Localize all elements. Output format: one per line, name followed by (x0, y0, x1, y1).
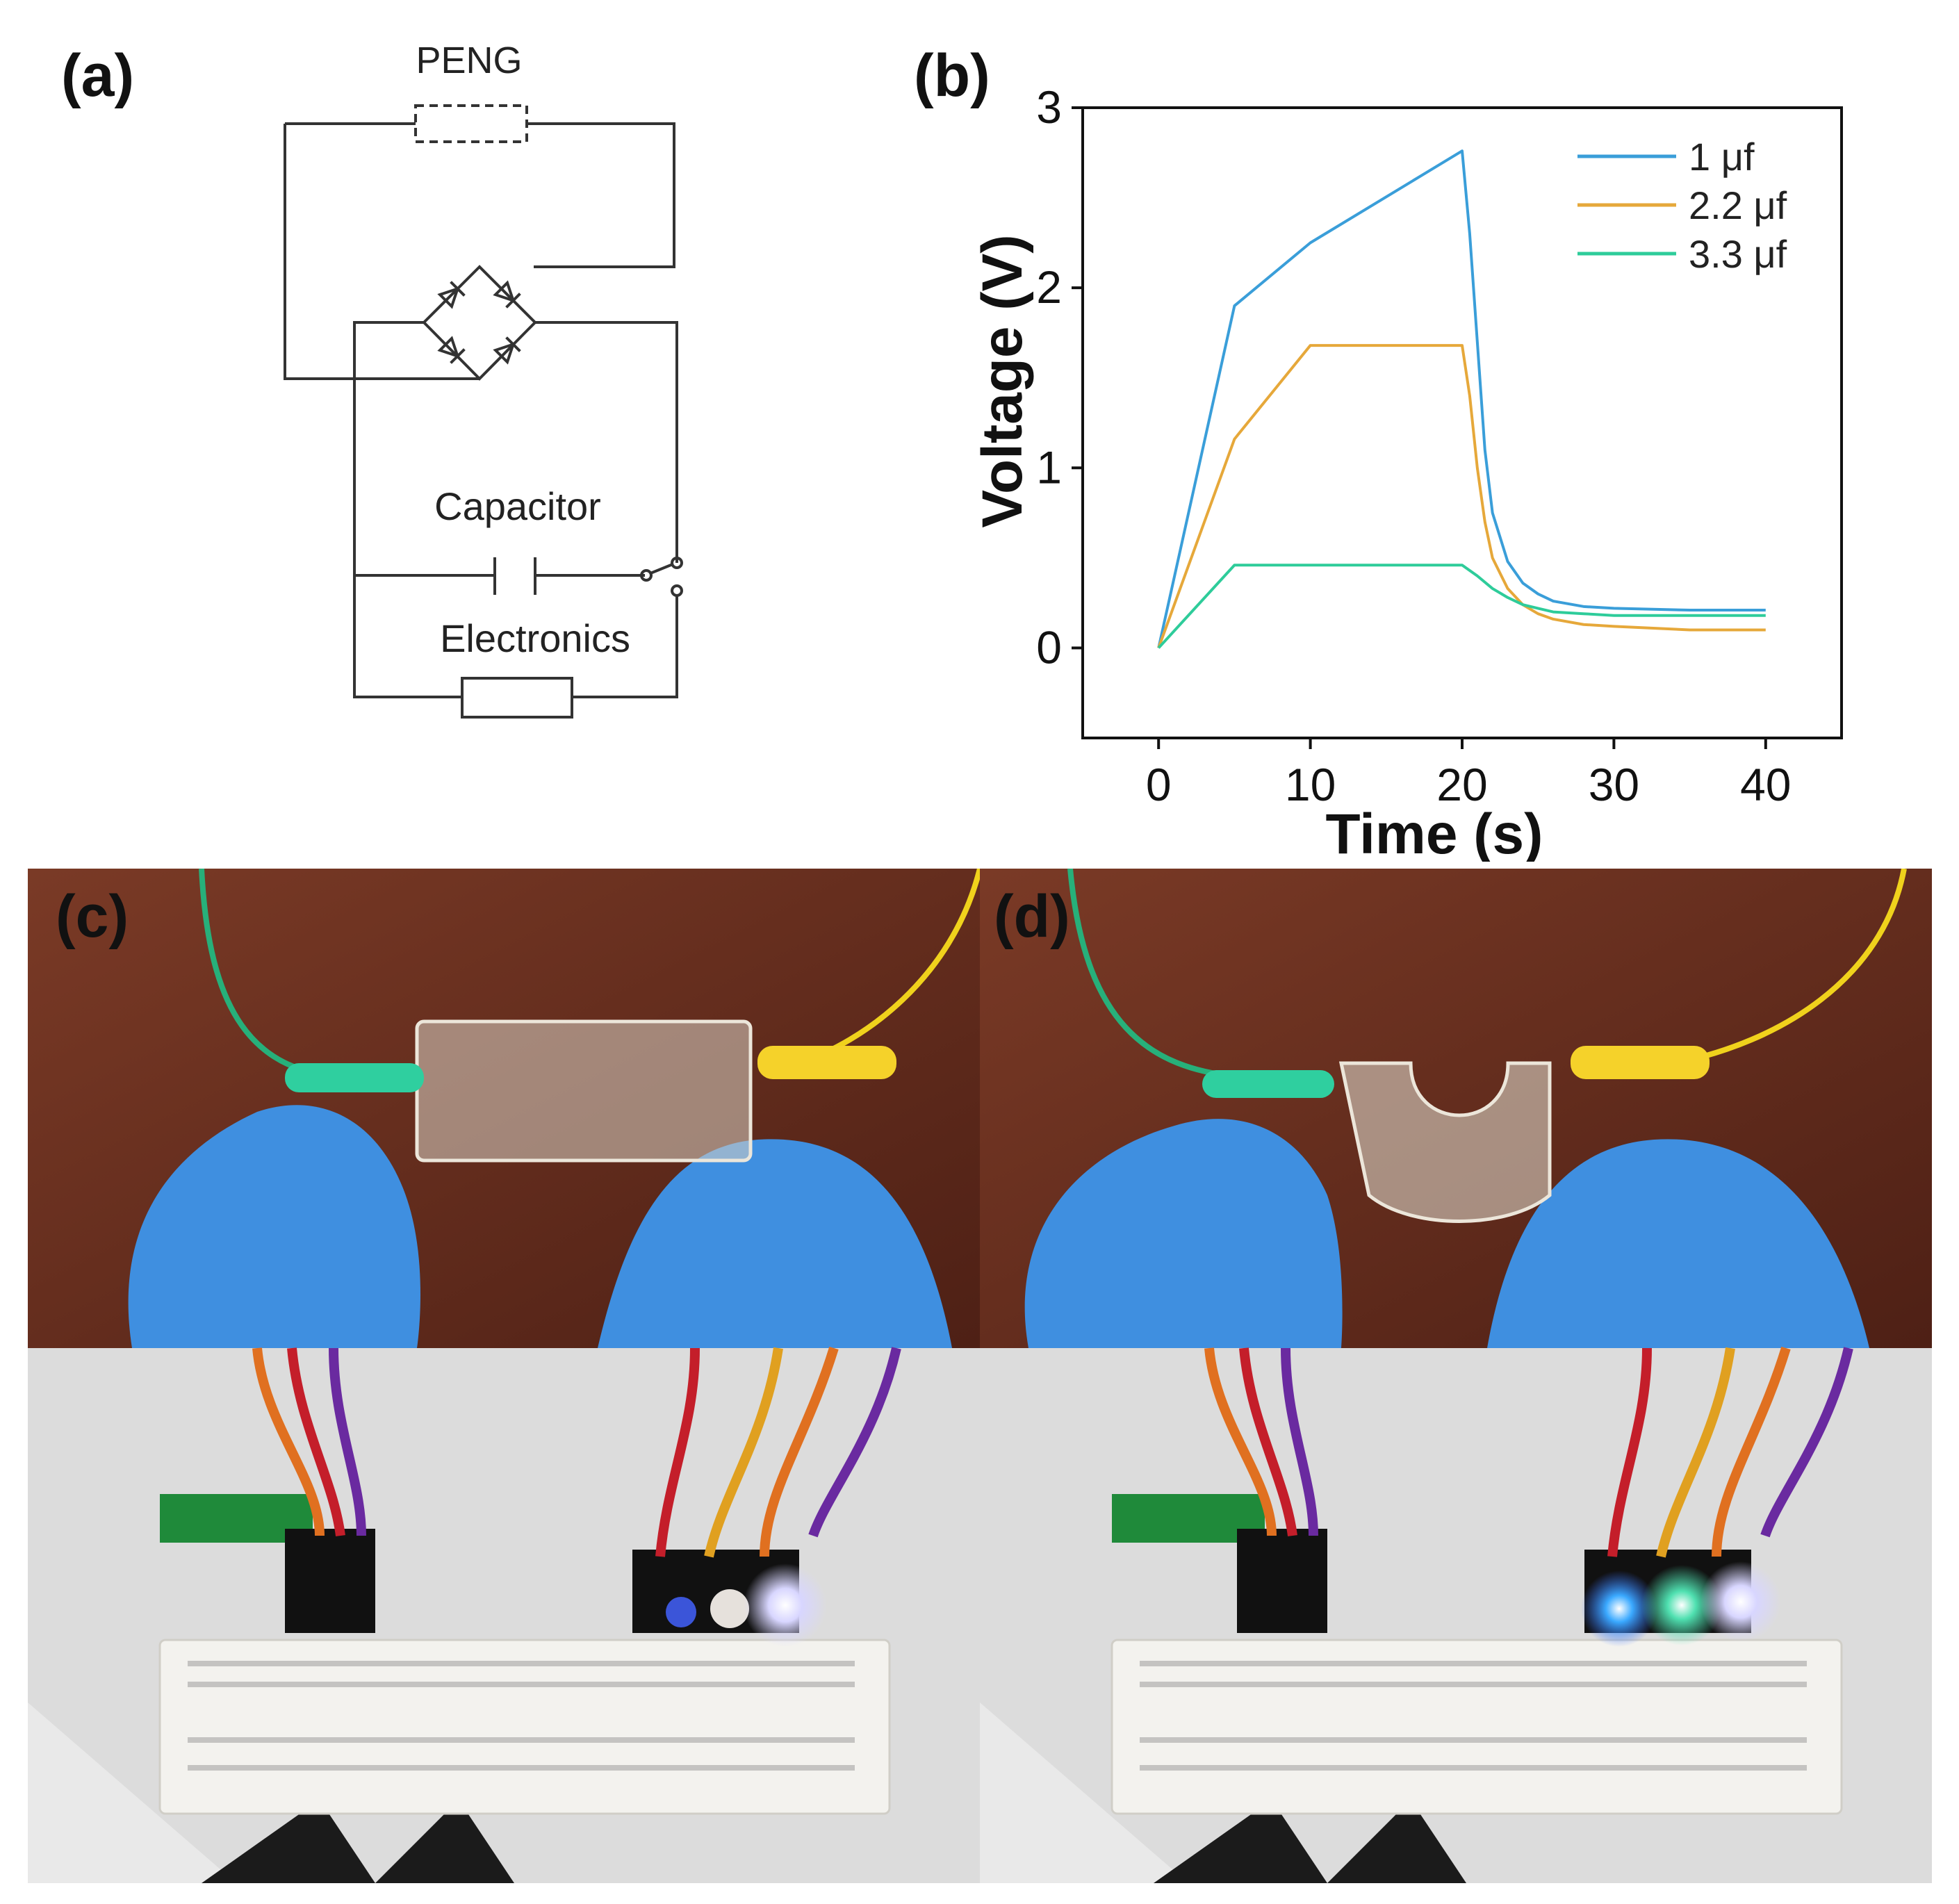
green-clip (1202, 1070, 1334, 1098)
bridge-rectifier (422, 265, 537, 381)
y-tick-label: 2 (1036, 261, 1062, 313)
wire-electronics-right (572, 596, 678, 698)
breadboard-holes (1140, 1661, 1807, 1771)
diode-icon (493, 280, 521, 309)
connector-block (1237, 1529, 1327, 1633)
wire-peng-left (284, 124, 479, 380)
diode-icon (437, 281, 466, 309)
panel-d-photo: (d) (980, 869, 1932, 1883)
wire-peng-top (285, 122, 675, 268)
series-line-3 (1157, 564, 1766, 649)
led-green-lit (1641, 1565, 1722, 1646)
x-tick-label: 10 (1285, 759, 1336, 810)
panel-a-label: (a) (61, 42, 135, 109)
legend-label: 1 μf (1689, 135, 1755, 179)
yellow-clip (757, 1046, 896, 1079)
led-white-lit (744, 1564, 827, 1647)
x-tick-label: 40 (1740, 759, 1791, 810)
led-blue-off (666, 1597, 696, 1627)
yellow-clip (1571, 1046, 1710, 1079)
switch-contact (640, 569, 653, 582)
panel-b-label: (b) (914, 42, 990, 109)
x-axis-label: Time (s) (1326, 803, 1543, 862)
right-glove (598, 1139, 952, 1348)
y-tick-label: 1 (1036, 441, 1062, 493)
led-clear-off (710, 1589, 749, 1628)
x-tick-label: 0 (1146, 759, 1172, 810)
capacitor-symbol (354, 557, 645, 595)
wire-output-right (535, 321, 678, 563)
x-tick-label: 20 (1436, 759, 1487, 810)
y-axis-label: Voltage (V) (971, 234, 1034, 527)
jumper-wires (252, 1346, 901, 1558)
series-line-2 (1157, 344, 1766, 649)
peng-device-bent (1338, 1061, 1552, 1223)
diode-icon (493, 336, 521, 365)
y-tick-label: 3 (1036, 81, 1062, 133)
y-tick-label: 0 (1036, 621, 1062, 673)
connector-block (285, 1529, 375, 1633)
breadboard-holes (188, 1661, 855, 1771)
green-wire (1067, 869, 1245, 1080)
series-line-1 (1157, 149, 1766, 648)
panel-c-photo: (c) (28, 869, 980, 1883)
circuit-diagram: PENG Capacitor Electronics (284, 40, 683, 719)
legend-label: 3.3 μf (1689, 232, 1787, 276)
wire-output-left (353, 321, 462, 698)
switch-contact (671, 557, 683, 569)
jumper-wires (1204, 1346, 1853, 1558)
right-glove (1487, 1139, 1869, 1348)
panel-d-label: (d) (994, 883, 1070, 950)
peng-element (414, 104, 528, 143)
led-blue-lit (1581, 1570, 1657, 1647)
black-pattern (202, 1800, 514, 1883)
x-tick-label: 30 (1589, 759, 1639, 810)
panel-a-circuit: (a) PENG Capacitor (0, 0, 903, 862)
panel-c-label: (c) (56, 883, 129, 950)
switch-contact (671, 584, 683, 597)
left-glove (128, 1105, 421, 1348)
switch-lever (650, 563, 673, 575)
capacitor-text: Capacitor (434, 484, 601, 528)
green-clip (285, 1063, 424, 1092)
breadboard (1110, 1639, 1843, 1815)
legend-label: 2.2 μf (1689, 183, 1787, 227)
photo-d-illustration (980, 869, 1932, 1883)
left-glove (1024, 1119, 1343, 1348)
peng-device-flat (415, 1019, 753, 1163)
electronics-text: Electronics (440, 616, 630, 660)
diode-icon (437, 336, 466, 364)
peng-text: PENG (416, 40, 522, 81)
photo-c-illustration (28, 869, 980, 1883)
electronics-load (461, 677, 573, 719)
led-white-lit (1700, 1561, 1781, 1642)
black-pattern (1154, 1800, 1466, 1883)
yellow-wire (1674, 869, 1907, 1066)
breadboard (158, 1639, 891, 1815)
